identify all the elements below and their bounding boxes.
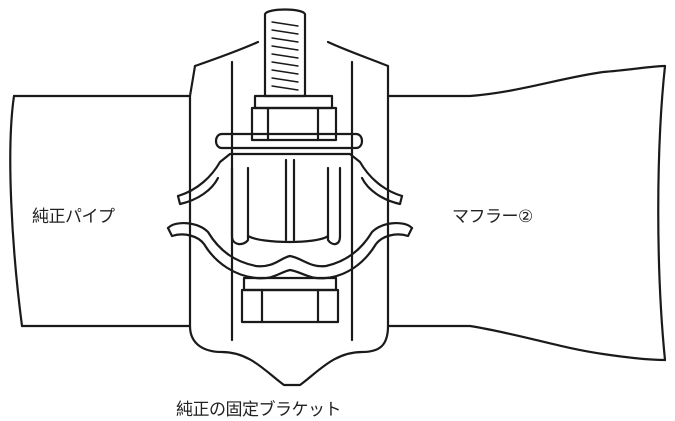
right-pipe — [386, 64, 667, 362]
left-pipe — [9, 94, 192, 328]
bolt — [263, 8, 307, 98]
upper-strap — [176, 152, 404, 246]
ring-band — [214, 132, 364, 150]
label-bracket: 純正の固定ブラケット — [176, 400, 342, 420]
label-left-pipe: 純正パイプ — [32, 207, 115, 227]
spring-clip — [166, 222, 414, 280]
bracket-body — [188, 40, 390, 387]
label-right-pipe: マフラー② — [452, 207, 533, 227]
lower-nut — [240, 276, 340, 324]
